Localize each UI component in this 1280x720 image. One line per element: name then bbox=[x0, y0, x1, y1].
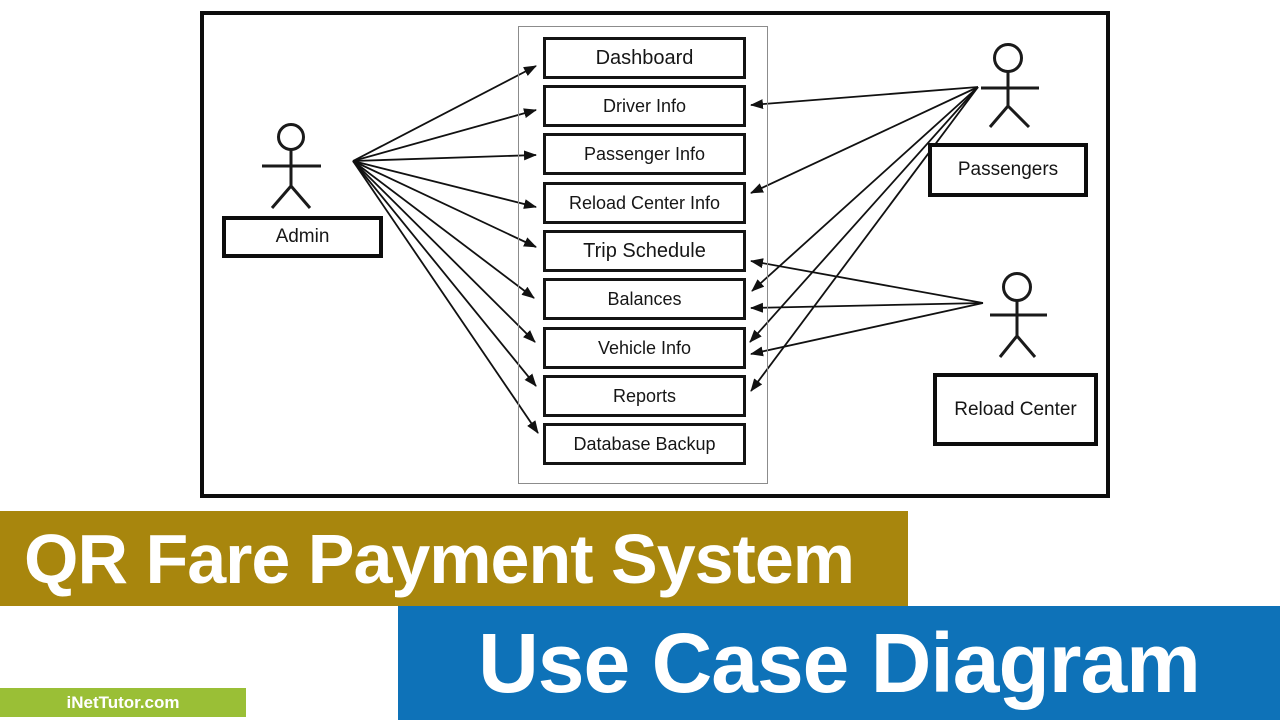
passengers-arrows bbox=[749, 86, 979, 392]
use-case-driver-info: Driver Info bbox=[543, 85, 746, 127]
arrow-admin-database-backup bbox=[352, 160, 539, 434]
use-case-trip-schedule: Trip Schedule bbox=[543, 230, 746, 272]
arrow-passengers-balances bbox=[751, 86, 979, 292]
use-case-label: Driver Info bbox=[602, 95, 687, 116]
arrow-admin-reload-center-info bbox=[352, 160, 537, 209]
leg-left bbox=[998, 335, 1019, 358]
use-case-label: Database Backup bbox=[573, 433, 716, 454]
arrow-admin-dashboard bbox=[352, 65, 537, 162]
head bbox=[993, 43, 1023, 73]
use-case-label: Vehicle Info bbox=[597, 337, 692, 358]
arrow-admin-vehicle-info bbox=[352, 160, 536, 343]
site-banner: iNetTutor.com bbox=[0, 688, 246, 717]
arrow-admin-reports bbox=[352, 160, 537, 387]
arrow-passengers-vehicle-info bbox=[749, 86, 979, 343]
leg-left bbox=[988, 105, 1010, 128]
subtitle-text: Use Case Diagram bbox=[478, 615, 1201, 710]
leg-right bbox=[1015, 335, 1037, 358]
leg-left bbox=[270, 185, 293, 209]
reload-center-arrows bbox=[750, 258, 984, 357]
arrow-passengers-driver-info bbox=[750, 86, 979, 110]
admin-figure-icon bbox=[262, 123, 321, 209]
use-case-database-backup: Database Backup bbox=[543, 423, 746, 465]
leg-right bbox=[1006, 104, 1031, 129]
head bbox=[1002, 272, 1032, 302]
title-banner: QR Fare Payment System bbox=[0, 511, 908, 606]
arrow-reload-trip-schedule bbox=[750, 258, 984, 304]
actor-box-reload-center: Reload Center bbox=[933, 373, 1098, 446]
use-case-label: Passenger Info bbox=[583, 143, 706, 164]
arrow-passengers-reports bbox=[750, 86, 979, 392]
use-case-label: Trip Schedule bbox=[583, 239, 706, 262]
arrow-admin-passenger-info bbox=[352, 150, 537, 162]
use-case-passenger-info: Passenger Info bbox=[543, 133, 746, 175]
arrow-admin-trip-schedule bbox=[352, 160, 537, 248]
passengers-figure-icon bbox=[981, 43, 1039, 129]
reload-center-figure-icon bbox=[990, 272, 1047, 358]
leg-right bbox=[289, 185, 312, 209]
actor-box-admin: Admin bbox=[222, 216, 383, 258]
actor-box-passengers: Passengers bbox=[928, 143, 1088, 197]
use-case-reports: Reports bbox=[543, 375, 746, 417]
admin-arrows bbox=[352, 65, 539, 434]
use-case-label: Reports bbox=[612, 385, 677, 406]
arrow-admin-driver-info bbox=[352, 108, 537, 162]
use-case-label: Reload Center Info bbox=[568, 192, 721, 213]
diagram-frame bbox=[200, 11, 1110, 498]
actor-label: Admin bbox=[275, 226, 330, 247]
use-case-label: Balances bbox=[607, 288, 682, 309]
arrow-reload-vehicle-info bbox=[750, 302, 984, 357]
arrow-admin-balances bbox=[352, 160, 535, 299]
actor-label: Passengers bbox=[957, 159, 1059, 180]
site-text: iNetTutor.com bbox=[66, 692, 180, 712]
use-case-dashboard: Dashboard bbox=[543, 37, 746, 79]
use-case-label: Dashboard bbox=[595, 46, 694, 69]
arrow-reload-balances bbox=[750, 302, 984, 313]
use-case-reload-center-info: Reload Center Info bbox=[543, 182, 746, 224]
use-case-balances: Balances bbox=[543, 278, 746, 320]
use-case-vehicle-info: Vehicle Info bbox=[543, 327, 746, 369]
subtitle-banner: Use Case Diagram bbox=[398, 606, 1280, 720]
arrow-passengers-reload-center-info bbox=[750, 86, 979, 194]
title-text: QR Fare Payment System bbox=[24, 519, 855, 598]
head bbox=[277, 123, 305, 151]
use-case-boundary bbox=[518, 26, 768, 484]
actor-label: Reload Center bbox=[954, 398, 1077, 420]
